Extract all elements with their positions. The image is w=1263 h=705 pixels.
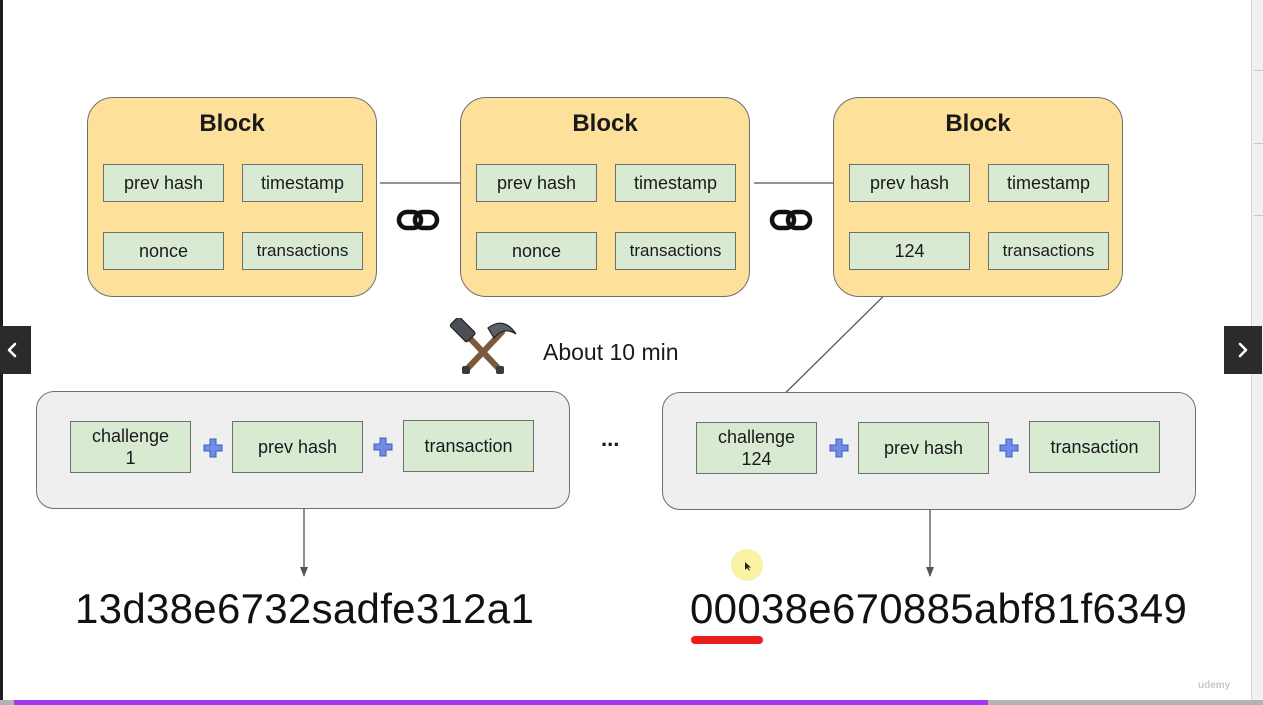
plus-icon (999, 438, 1019, 458)
block-3: Block prev hash timestamp 124 transactio… (833, 97, 1123, 297)
prev-hash-field: prev hash (858, 422, 989, 474)
challenge-panel-1: challenge 1 prev hash transaction (36, 391, 570, 509)
block-title: Block (572, 110, 638, 137)
block-title: Block (199, 110, 265, 137)
chevron-right-icon (1238, 342, 1248, 358)
prev-hash-field: prev hash (103, 164, 224, 202)
leading-zeros-underline (691, 636, 763, 644)
gutter-tick (1254, 70, 1263, 71)
watermark-logo: udemy (1198, 680, 1231, 691)
timestamp-field: timestamp (988, 164, 1109, 202)
previous-slide-button[interactable] (0, 326, 31, 374)
challenge-panel-124: challenge 124 prev hash transaction (662, 392, 1196, 510)
mining-time-label: About 10 min (543, 339, 679, 365)
transaction-field: transaction (1029, 421, 1160, 473)
chain-link-icon (769, 209, 813, 231)
nonce-field: nonce (476, 232, 597, 270)
chain-link-icon (396, 209, 440, 231)
nonce-field: 124 (849, 232, 970, 270)
next-slide-button[interactable] (1224, 326, 1262, 374)
prev-hash-field: prev hash (232, 421, 363, 473)
plus-icon (373, 437, 393, 457)
plus-icon (203, 438, 223, 458)
challenge-field: challenge 124 (696, 422, 817, 474)
prev-hash-field: prev hash (476, 164, 597, 202)
prev-hash-field: prev hash (849, 164, 970, 202)
block-1: Block prev hash timestamp nonce transact… (87, 97, 377, 297)
timestamp-field: timestamp (242, 164, 363, 202)
video-progress-track[interactable] (0, 700, 1263, 705)
transaction-field: transaction (403, 420, 534, 472)
hammer-pick-icon (449, 318, 517, 374)
block-title: Block (945, 110, 1011, 137)
ellipsis: ... (601, 426, 620, 451)
gutter-tick (1254, 143, 1263, 144)
challenge-number: 124 (741, 449, 772, 469)
transactions-field: transactions (988, 232, 1109, 270)
challenge-number: 1 (125, 448, 136, 468)
cursor-pointer-icon (745, 562, 751, 571)
hash-output-first: 13d38e6732sadfe312a1 (75, 585, 535, 632)
video-progress-fill (14, 700, 988, 705)
timestamp-field: timestamp (615, 164, 736, 202)
challenge-label: challenge (91, 426, 170, 446)
challenge-field: challenge 1 (70, 421, 191, 473)
challenge-label: challenge (717, 427, 796, 447)
transactions-field: transactions (242, 232, 363, 270)
gutter-tick (1254, 215, 1263, 216)
block-2: Block prev hash timestamp nonce transact… (460, 97, 750, 297)
nonce-field: nonce (103, 232, 224, 270)
plus-icon (829, 438, 849, 458)
chevron-left-icon (7, 342, 17, 358)
hash-output-valid: 00038e670885abf81f6349 (690, 585, 1188, 632)
transactions-field: transactions (615, 232, 736, 270)
